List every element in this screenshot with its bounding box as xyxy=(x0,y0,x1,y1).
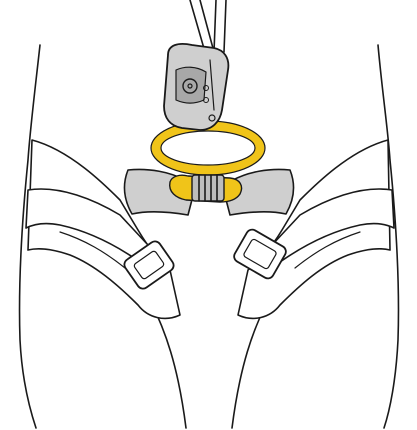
descender-icon xyxy=(164,44,228,130)
rope-icon xyxy=(190,0,226,52)
carabiner-icon xyxy=(170,175,242,202)
right-leg-strap xyxy=(238,140,394,318)
left-leg-strap xyxy=(26,140,180,318)
